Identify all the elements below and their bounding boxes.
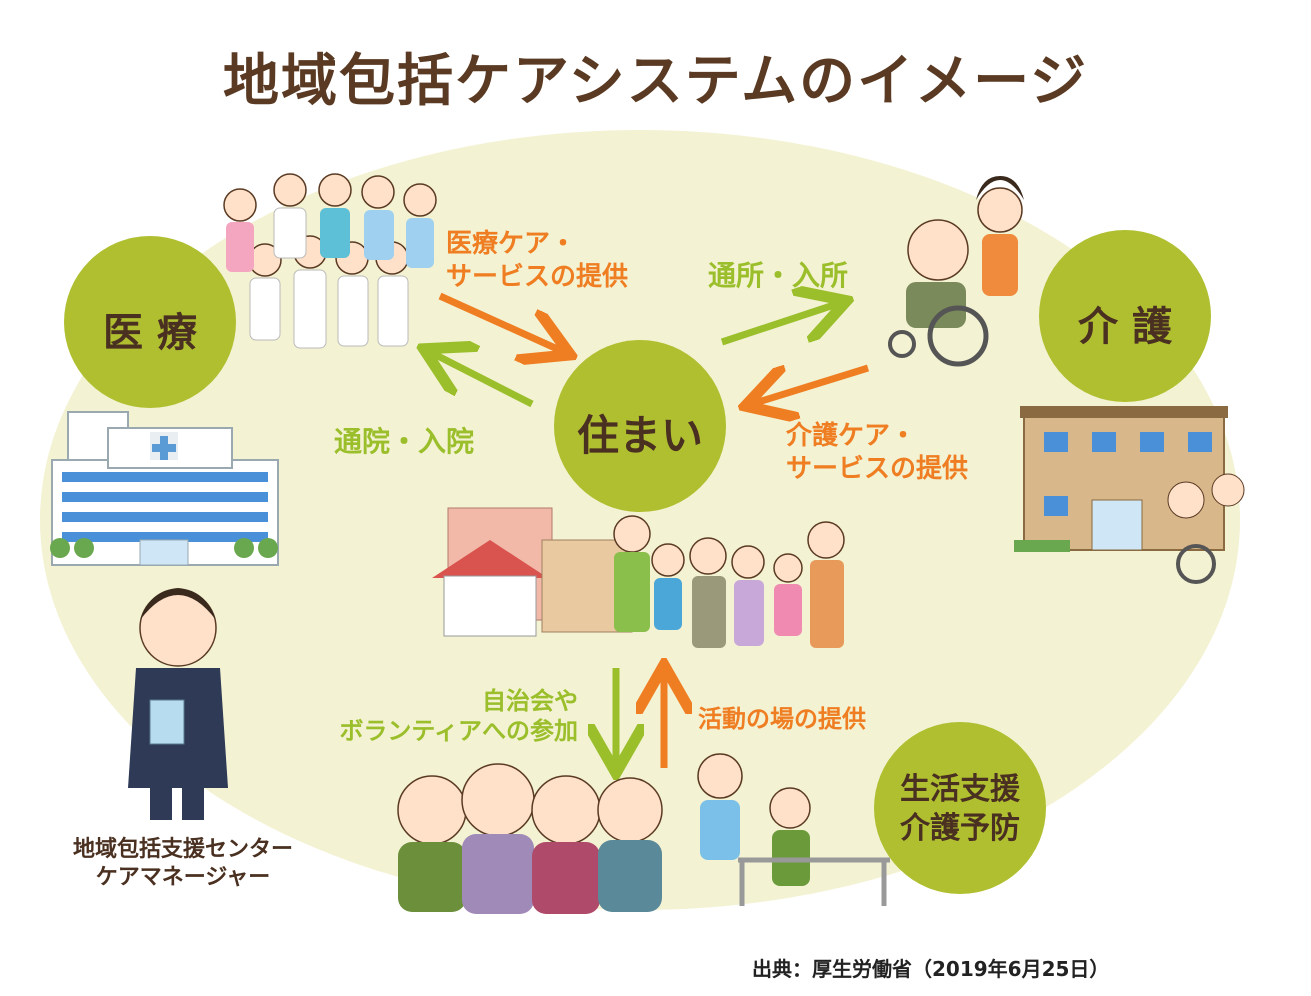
elderly-group-icon [397,763,663,914]
participation-label: 自治会や ボランティアへの参加 [294,686,578,746]
care-service-arrow [752,364,870,404]
care-center-line-2: ケアマネージャー [95,864,271,890]
activity-label: 活動の場の提供 [698,705,866,733]
care-service-line-1: 介護ケア・ [786,421,917,451]
housing-circle [554,340,726,512]
hospital-visit-label: 通院・入院 [334,425,475,458]
care-facility-icon [1014,406,1245,584]
wheelchair-caregiver-icon [888,176,1024,367]
medical-service-arrow [438,292,564,352]
care-visit-arrow [720,303,840,346]
housing-label: 住まい [576,411,703,460]
participation-line-1: 自治会や [482,687,578,715]
care-service-label: 介護ケア・ サービスの提供 [786,420,968,485]
page-title: 地域包括ケアシステムのイメージ [223,49,1088,114]
hospital-visit-arrow [430,352,534,408]
medical-service-line-2: サービスの提供 [446,261,629,292]
medical-staff-icon [223,173,437,349]
living-support-line-2: 介護予防 [900,811,1020,846]
care-service-line-2: サービスの提供 [786,453,969,484]
medical-service-line-1: 医療ケア・ [446,229,577,259]
living-support-line-1: 生活支援 [900,772,1020,807]
family-houses-icon [432,507,845,648]
care-visit-label: 通所・入所 [708,259,849,292]
participation-line-2: ボランティアへの参加 [339,717,578,745]
care-center-label: 地域包括支援センター ケアマネージャー [48,836,318,891]
living-support-circle [874,722,1046,894]
rehab-trainer-icon [697,753,890,906]
medical-circle [64,236,236,408]
hospital-icon [50,411,279,566]
care-center-line-1: 地域包括支援センター [72,837,293,862]
source-credit: 出典：厚生労働省（2019年6月25日） [752,957,1110,981]
living-support-label: 生活支援 介護予防 [890,770,1030,848]
care-circle [1039,230,1211,402]
care-manager-icon [128,588,228,820]
medical-service-label: 医療ケア・ サービスの提供 [446,228,628,293]
medical-label: 医 療 [103,310,197,356]
care-label: 介 護 [1078,304,1172,350]
